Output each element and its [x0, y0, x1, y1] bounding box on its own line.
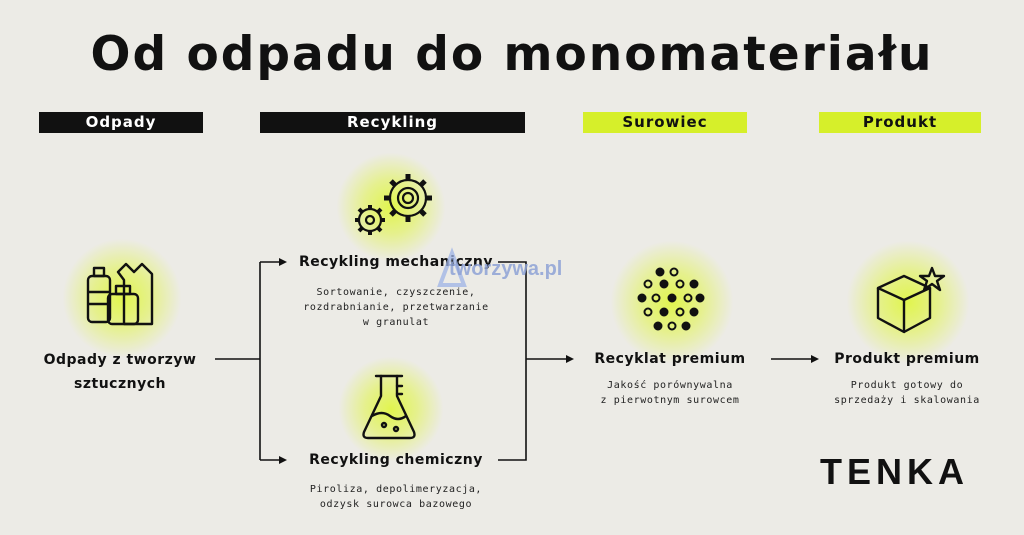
header-odpady: Odpady: [39, 112, 203, 133]
desc-line: w granulat: [362, 317, 430, 328]
glow-mechanical: [336, 152, 446, 262]
node-desc-chemical: Piroliza, depolimeryzacja, odzysk surowc…: [286, 482, 506, 512]
gears-icon: [355, 174, 432, 235]
page-title: Od odpadu do monomateriału: [90, 27, 934, 82]
watermark-triangle-icon: [437, 247, 467, 287]
header-recykling: Recykling: [260, 112, 525, 133]
flask-icon: [362, 374, 416, 440]
connector-merge: [498, 261, 527, 461]
watermark-text: tworzywa.pl: [449, 258, 563, 280]
box-star-icon: [876, 266, 946, 334]
header-produkt: Produkt: [819, 112, 981, 133]
glow-product: [846, 240, 970, 364]
desc-line: sprzedaży i skalowania: [834, 395, 980, 406]
desc-line: Piroliza, depolimeryzacja,: [309, 484, 483, 495]
node-desc-recyclate: Jakość porównywalna z pierwotnym surowce…: [576, 378, 764, 408]
node-label-product: Produkt premium: [834, 351, 980, 367]
node-desc-product: Produkt gotowy do sprzedaży i skalowania: [818, 378, 996, 408]
arrowhead-product: [811, 355, 819, 363]
brand-logo: TENKA: [820, 451, 969, 492]
desc-line: odzysk surowca bazowego: [319, 499, 473, 510]
node-label-chemical: Recykling chemiczny: [309, 452, 483, 468]
desc-line: rozdrabnianie, przetwarzanie: [303, 302, 489, 313]
arrowhead-recyclate: [566, 355, 574, 363]
node-desc-mechanical: Sortowanie, czyszczenie, rozdrabnianie, …: [286, 285, 506, 330]
granulate-icon: [637, 267, 705, 331]
node-label-waste: Odpady z tworzyw sztucznych: [43, 352, 197, 392]
desc-line: Jakość porównywalna: [607, 380, 733, 391]
desc-line: Produkt gotowy do: [850, 380, 964, 391]
glow-waste: [62, 238, 182, 358]
desc-line: z pierwotnym surowcem: [600, 395, 740, 406]
arrowhead-mechanical: [279, 258, 287, 266]
node-label-recyclate: Recyklat premium: [594, 351, 746, 367]
glow-chemical: [338, 356, 444, 462]
arrowhead-chemical: [279, 456, 287, 464]
plastic-waste-icon: [86, 262, 154, 326]
node-label-mechanical: Recykling mechaniczny: [298, 254, 494, 270]
desc-line: Sortowanie, czyszczenie,: [316, 287, 476, 298]
header-surowiec: Surowiec: [583, 112, 747, 133]
